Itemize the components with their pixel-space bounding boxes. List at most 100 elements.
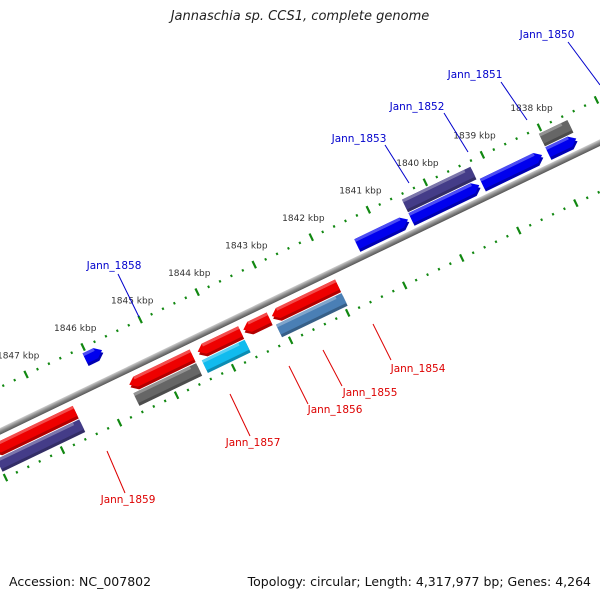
tick-major-inner (173, 391, 180, 400)
gene-body (133, 363, 201, 404)
accession-text: Accession: NC_007802 (9, 574, 152, 589)
leader-line (288, 365, 309, 405)
tick-minor-inner (563, 207, 566, 211)
tick-minor-inner (186, 388, 190, 392)
tick-minor-inner (15, 470, 19, 474)
tick-major-outer (422, 178, 429, 187)
gene-body (401, 166, 476, 210)
gene-body (271, 279, 340, 319)
tick-minor-outer (378, 202, 382, 206)
tick-minor-inner (528, 223, 532, 227)
tick-minor-inner (140, 410, 144, 414)
tick-major-inner (459, 253, 465, 263)
gene-f-1858 (82, 348, 104, 366)
gene-highlight (247, 312, 268, 325)
tick-minor-outer (58, 356, 62, 360)
tick-minor-inner (197, 382, 201, 386)
tick-minor-outer (161, 307, 165, 311)
tick-minor-outer (104, 334, 108, 338)
tick-minor-inner (551, 212, 555, 216)
tick-major-outer (137, 315, 143, 324)
tick-label: 1840 kbp (396, 159, 439, 169)
tick-minor-inner (597, 190, 600, 194)
gene-highlight (545, 136, 569, 150)
leader-line (229, 393, 251, 437)
gene-highlight (82, 348, 95, 357)
tick-minor-outer (355, 213, 359, 217)
tick-minor-outer (321, 230, 325, 234)
tick-minor-inner (357, 306, 361, 310)
tick-minor-inner (38, 459, 42, 463)
gene-f-1854 (271, 279, 342, 321)
tick-minor-outer (218, 279, 222, 283)
gene-body (0, 419, 84, 470)
gene-body (275, 293, 347, 335)
tick-minor-inner (220, 371, 224, 376)
tick-minor-outer (13, 378, 17, 382)
gene-highlight (401, 169, 466, 203)
tick-major-outer (536, 123, 543, 132)
tick-minor-outer (70, 351, 74, 355)
tick-minor-inner (106, 426, 110, 430)
tick-minor-inner (323, 322, 327, 326)
gene-f-1859-cog (0, 419, 86, 472)
tick-label: 1841 kbp (339, 187, 382, 197)
tick-minor-inner (380, 295, 384, 299)
tick-major-outer (479, 150, 486, 159)
tick-label: 1845 kbp (111, 296, 154, 306)
gene-highlight (0, 422, 75, 462)
tick-minor-inner (163, 399, 167, 403)
tick-major-outer (80, 342, 86, 352)
gene-f-1854-cog (275, 293, 348, 338)
tick-minor-outer (150, 312, 153, 316)
tick-minor-outer (298, 241, 302, 245)
tick-minor-outer (93, 340, 96, 344)
gene-body (538, 120, 573, 144)
gene-label-jann-1854: Jann_1854 (390, 363, 446, 375)
tick-major-inner (59, 446, 66, 455)
gene-highlight (201, 326, 240, 347)
tick-major-outer (308, 233, 314, 242)
tick-minor-outer (332, 224, 336, 228)
leader-line (106, 450, 126, 494)
tick-label: 1839 kbp (453, 132, 496, 142)
tick-major-inner (402, 281, 408, 290)
gene-f-1850 (545, 136, 578, 160)
gene-body (129, 349, 195, 387)
gene-label-jann-1851: Jann_1851 (447, 69, 503, 81)
tick-minor-inner (72, 443, 76, 447)
tick-minor-inner (369, 300, 372, 304)
gene-body (545, 136, 577, 158)
gene-f-1850-cog (538, 120, 574, 147)
genome-title: Jannaschia sp. CCS1, complete genome (170, 9, 430, 24)
tick-minor-inner (391, 289, 395, 293)
tick-minor-outer (469, 159, 473, 163)
gene-body (408, 183, 480, 224)
tick-major-inner (287, 336, 294, 345)
tick-minor-outer (207, 285, 211, 289)
gene-highlight (201, 342, 240, 364)
tick-major-inner (573, 198, 579, 208)
tick-major-outer (194, 288, 200, 297)
gene-label-jann-1852: Jann_1852 (389, 101, 445, 113)
tick-minor-inner (414, 278, 418, 282)
tick-minor-outer (115, 329, 119, 333)
gene-body (0, 405, 78, 453)
gene-f-1852 (408, 183, 481, 226)
leader-line (117, 273, 140, 318)
gene-f-1857 (129, 349, 196, 390)
tick-minor-inner (95, 432, 99, 436)
tick-minor-inner (300, 333, 304, 337)
tick-minor-outer (389, 197, 393, 201)
tick-minor-outer (492, 148, 496, 152)
backbone-line (0, 102, 600, 472)
leader-line (500, 81, 528, 121)
tick-label: 1847 kbp (0, 351, 40, 361)
tick-minor-outer (344, 219, 347, 223)
tick-minor-inner (83, 437, 87, 441)
tick-minor-inner (129, 415, 133, 419)
genome-summary-text: Topology: circular; Length: 4,317,977 bp… (247, 574, 591, 589)
tick-minor-outer (503, 142, 507, 146)
tick-minor-outer (172, 301, 176, 305)
